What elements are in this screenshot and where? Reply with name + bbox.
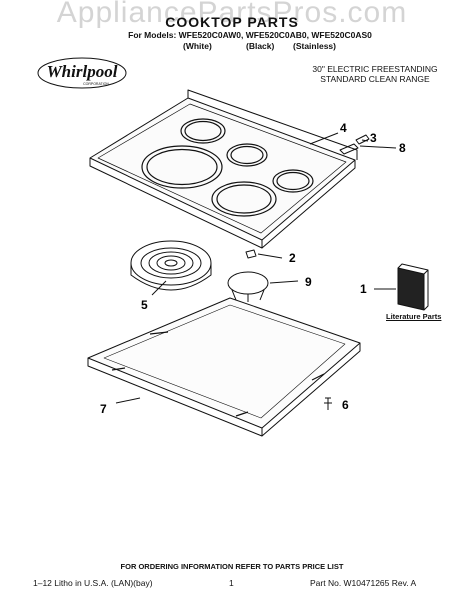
cooktop-elements	[141, 118, 314, 217]
leader-lines	[115, 132, 397, 404]
callout-9: 9	[305, 275, 312, 289]
element-bracket	[227, 271, 269, 302]
callout-numbers: 1 2 3 4 5 6 7 8 9	[100, 121, 406, 416]
literature-booklet	[397, 263, 429, 311]
ordering-note: FOR ORDERING INFORMATION REFER TO PARTS …	[120, 562, 344, 571]
callout-1: 1	[360, 282, 367, 296]
cooktop-glass	[89, 89, 358, 249]
literature-parts-label: Literature Parts	[386, 312, 442, 321]
litho-info: 1–12 Litho in U.S.A. (LAN)(bay)	[33, 578, 153, 588]
callout-6: 6	[342, 398, 349, 412]
callout-5: 5	[141, 298, 148, 312]
variant-stainless: (Stainless)	[293, 41, 336, 51]
whirlpool-logo: Whirlpool CORPORATION	[37, 57, 127, 89]
element-clip	[245, 249, 257, 259]
watermark: AppliancePartsPros.com	[56, 0, 408, 29]
brand-name: Whirlpool	[47, 62, 118, 81]
cooktop-base-pan	[87, 297, 361, 437]
page-title: COOKTOP PARTS	[165, 14, 299, 30]
description-line-2: STANDARD CLEAN RANGE	[320, 74, 430, 84]
surface-element	[130, 240, 212, 291]
page-number: 1	[229, 578, 234, 588]
part-number: Part No. W10471265 Rev. A	[310, 578, 417, 588]
callout-7: 7	[100, 402, 107, 416]
screw	[325, 397, 331, 410]
brand-sub: CORPORATION	[83, 82, 109, 86]
range-description: 30" ELECTRIC FREESTANDING STANDARD CLEAN…	[300, 64, 450, 84]
description-line-1: 30" ELECTRIC FREESTANDING	[312, 64, 438, 74]
variant-black: (Black)	[246, 41, 275, 51]
callout-8: 8	[399, 141, 406, 155]
callout-4: 4	[340, 121, 347, 135]
callout-2: 2	[289, 251, 296, 265]
variant-white: (White)	[183, 41, 212, 51]
callout-3: 3	[370, 131, 377, 145]
models-line: For Models: WFE520C0AW0, WFE520C0AB0, WF…	[128, 30, 372, 40]
bracket-hardware	[339, 134, 370, 155]
